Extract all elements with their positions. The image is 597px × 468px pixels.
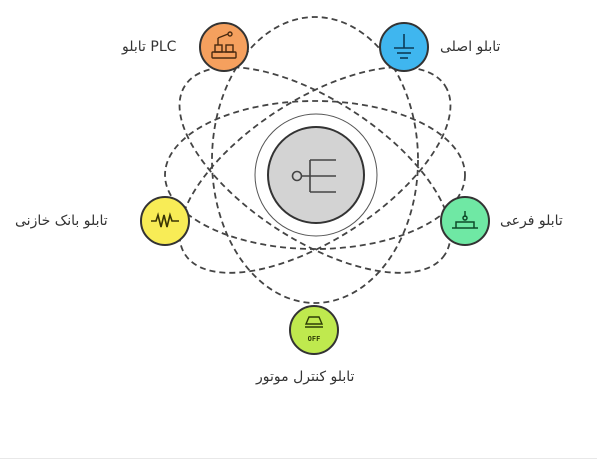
node-plc[interactable] (199, 22, 249, 72)
off-switch-icon: OFF (304, 316, 324, 343)
hub-circle (267, 126, 365, 224)
orbit-horizontal (164, 100, 466, 250)
bottom-divider (0, 458, 597, 459)
label-capacitor: تابلو بانک خازنی (15, 213, 108, 229)
tree-branch-icon (291, 159, 336, 193)
ground-icon (394, 34, 414, 59)
node-motor[interactable]: OFF (289, 305, 339, 355)
resistor-icon (151, 212, 179, 228)
hub-node[interactable] (254, 113, 378, 237)
robot-arm-icon (211, 31, 237, 59)
node-main[interactable] (379, 22, 429, 72)
orbits (164, 16, 466, 304)
label-plc: تابلو PLC (122, 39, 177, 55)
node-sub[interactable] (440, 196, 490, 246)
distribution-icon (452, 211, 478, 229)
label-sub: تابلو فرعی (500, 213, 563, 229)
orbit-tilted-right (178, 66, 452, 274)
label-motor: تابلو کنترل موتور (256, 369, 355, 385)
node-sub-circle (440, 196, 490, 246)
svg-text:OFF: OFF (308, 335, 321, 343)
node-motor-circle (289, 305, 339, 355)
orbit-tilted-left (178, 66, 452, 274)
node-capacitor[interactable] (140, 196, 190, 246)
label-main: تابلو اصلی (440, 39, 501, 55)
orbit-vertical (211, 16, 419, 304)
node-plc-circle (199, 22, 249, 72)
